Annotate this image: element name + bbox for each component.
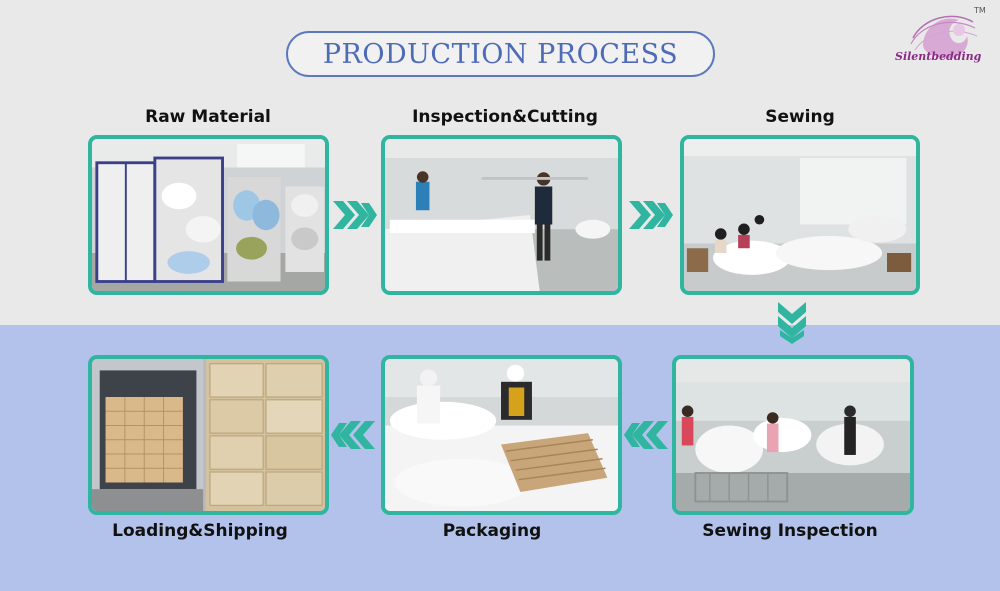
sewing-photo	[680, 135, 920, 295]
step-label-sewing-inspection: Sewing Inspection	[702, 521, 878, 541]
arrow-left-icon	[331, 421, 375, 449]
title-pill: PRODUCTION PROCESS	[286, 31, 715, 77]
arrow-left-icon	[624, 421, 668, 449]
step-label-sewing: Sewing	[765, 107, 835, 127]
sewing-inspection-photo	[672, 355, 914, 515]
step-label-raw-material: Raw Material	[145, 107, 271, 127]
brand-logo-icon	[910, 15, 978, 59]
raw-material-photo	[88, 135, 329, 295]
step-label-inspection-cutting: Inspection&Cutting	[412, 107, 598, 127]
step-label-loading-shipping: Loading&Shipping	[112, 521, 288, 541]
packaging-photo	[381, 355, 622, 515]
arrow-down-icon	[778, 302, 806, 344]
step-label-packaging: Packaging	[442, 521, 542, 541]
inspection-cutting-photo	[381, 135, 622, 295]
brand-name: Silentbedding	[895, 50, 982, 63]
arrow-right-icon	[333, 201, 377, 229]
trademark-mark: TM	[974, 6, 986, 15]
loading-shipping-photo	[88, 355, 329, 515]
arrow-right-icon	[629, 201, 673, 229]
page-title: PRODUCTION PROCESS	[322, 38, 679, 70]
